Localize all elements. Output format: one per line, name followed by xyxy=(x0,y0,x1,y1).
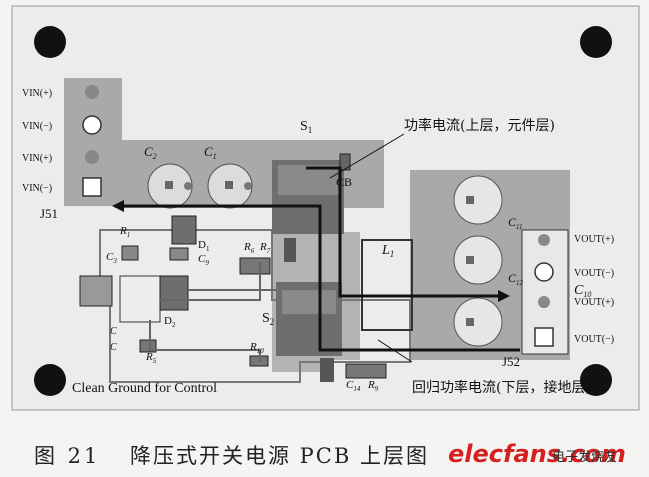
j51-pin-4 xyxy=(82,177,102,197)
c9-label: C9 xyxy=(198,253,209,267)
c13-pad xyxy=(466,318,474,326)
return-label-leader xyxy=(377,339,413,363)
vin-minus-label-1: VIN(−) xyxy=(22,121,52,132)
capacitor-c13 xyxy=(453,297,503,347)
c7-label: C xyxy=(110,326,117,337)
watermark-logo: elecfans.com xyxy=(448,440,626,468)
r6-r7-pads xyxy=(239,257,271,275)
r9-label: R9 xyxy=(367,379,379,393)
inductor-l1 xyxy=(361,239,413,331)
c11-label: C11 xyxy=(508,215,523,231)
c11-pad xyxy=(466,196,474,204)
r10-label: R10 xyxy=(249,341,264,355)
c2-pad xyxy=(165,181,173,189)
c14-r9-pads xyxy=(345,363,387,379)
c2-pad-2 xyxy=(184,182,192,190)
control-ic xyxy=(119,275,161,323)
j52-pin-3 xyxy=(538,296,550,308)
d1-label: D1 xyxy=(198,239,210,253)
c9-pad xyxy=(169,247,189,261)
power-current-label: 功率电流(上层，元件层) xyxy=(404,117,555,134)
c1-pad-2 xyxy=(244,182,252,190)
c1-pad xyxy=(225,181,233,189)
s1-label: S1 xyxy=(300,119,312,135)
mounting-hole-bottom-right xyxy=(580,364,612,396)
j51-pin-3 xyxy=(85,150,99,164)
control-trace-1 xyxy=(160,262,261,301)
figure-caption: 图 21 降压式开关电源 PCB 上层图 elecfans.com 电子发烧友 xyxy=(30,438,630,472)
watermark: elecfans.com 电子发烧友 xyxy=(442,438,626,470)
j52-pin-1 xyxy=(538,234,550,246)
c10-label: C10 xyxy=(574,283,591,299)
j51-pin-2 xyxy=(82,115,102,135)
left-pad-group xyxy=(79,275,113,307)
r6-label: R6 xyxy=(243,241,255,255)
control-trace-2 xyxy=(149,320,261,362)
r5-label: R5 xyxy=(145,351,157,365)
mounting-hole-bottom-left xyxy=(34,364,66,396)
power-current-arrowhead xyxy=(498,290,510,302)
j51-label: J51 xyxy=(40,206,58,221)
capacitor-c11 xyxy=(453,175,503,225)
c2-label: C2 xyxy=(144,144,157,161)
j52-pin-4 xyxy=(534,327,554,347)
figure-number: 图 21 xyxy=(34,444,101,468)
c12-pad xyxy=(466,256,474,264)
power-label-leader xyxy=(329,133,405,179)
j51-pin-1 xyxy=(85,85,99,99)
power-current-arrow xyxy=(306,166,498,298)
c8-label: C xyxy=(110,342,117,353)
vin-plus-label-1: VIN(+) xyxy=(22,88,52,99)
d2-label: D2 xyxy=(164,315,176,329)
s2-gate-pad xyxy=(284,238,296,262)
return-current-arrowhead xyxy=(112,200,124,212)
switch-s2-highlight xyxy=(282,290,336,314)
d1-part xyxy=(171,215,197,245)
switch-s1-highlight xyxy=(278,165,338,195)
c3-pad xyxy=(121,245,139,261)
vout-minus-label-2: VOUT(−) xyxy=(574,334,614,345)
vout-plus-label-1: VOUT(+) xyxy=(574,234,614,245)
l1-label: L1 xyxy=(381,243,394,259)
vin-minus-label-2: VIN(−) xyxy=(22,183,52,194)
r7-label: R7 xyxy=(259,241,271,255)
s2-source-pad xyxy=(320,358,334,382)
vout-plus-label-2: VOUT(+) xyxy=(574,297,614,308)
return-current-label: 回归功率电流(下层，接地层) xyxy=(412,379,591,396)
mounting-hole-top-left xyxy=(34,26,66,58)
j52-pin-2 xyxy=(534,262,554,282)
watermark-site: 电子发烧友 xyxy=(552,450,618,465)
clean-ground-label: Clean Ground for Control xyxy=(72,381,217,396)
r1-label: R1 xyxy=(119,225,130,239)
capacitor-cb xyxy=(339,153,351,171)
c12-label: C12 xyxy=(508,271,524,287)
return-current-arrow xyxy=(124,204,520,352)
c3-label: C3 xyxy=(106,251,117,265)
figure-title: 降压式开关电源 PCB 上层图 xyxy=(130,444,429,468)
vout-minus-label-1: VOUT(−) xyxy=(574,268,614,279)
c14-label: C14 xyxy=(346,379,361,393)
mounting-hole-top-right xyxy=(580,26,612,58)
s2-label: S2 xyxy=(262,311,274,327)
vin-plus-label-2: VIN(+) xyxy=(22,153,52,164)
cb-label: CB xyxy=(336,175,352,189)
c1-label: C1 xyxy=(204,144,217,161)
j52-label: J52 xyxy=(502,354,520,369)
d2-part xyxy=(159,275,189,311)
capacitor-c12 xyxy=(453,235,503,285)
